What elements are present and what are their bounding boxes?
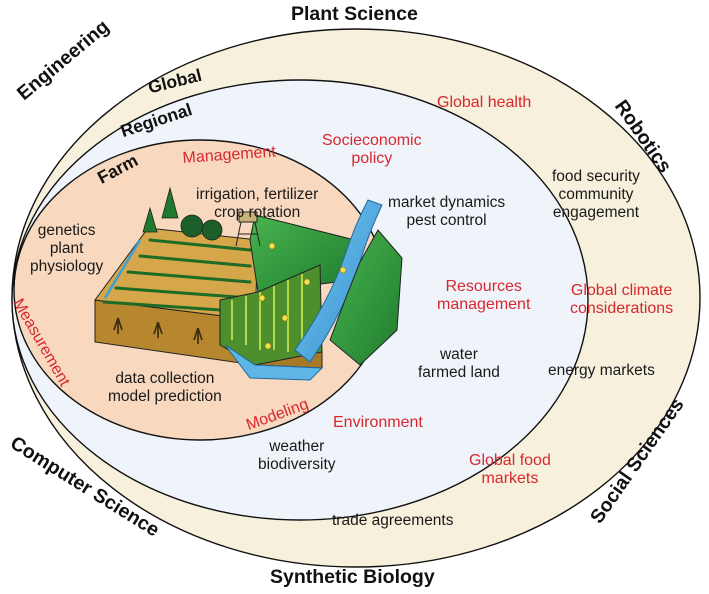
farm-illustration [94,186,403,381]
data-model: data collection model prediction [108,370,222,405]
weather-biodiversity: weather biodiversity [258,438,336,473]
water-pool [224,344,324,381]
socioeconomic-policy: Socieconomic policy [322,132,422,168]
irrigation-line [103,239,142,299]
environment: Environment [333,414,423,431]
market-dynamics: market dynamics pest control [388,194,506,229]
global-food-markets: Global food markets [469,452,551,488]
water-tower [235,211,261,247]
right-field [329,229,403,366]
energy-markets: energy markets [548,362,655,379]
trade-agreements: trade agreements [332,512,454,529]
trees [142,186,223,241]
genetics-physiology: genetics plant physiology [30,222,104,275]
sensor-stars [258,242,347,350]
irrigation-fertilizer: irrigation, fertilizer crop rotation [196,186,319,221]
resources-management: Resources management [437,278,531,314]
roots [113,317,203,344]
label-synthetic-biology: Synthetic Biology [270,566,435,588]
global-health: Global health [437,94,532,111]
label-plant-science: Plant Science [291,3,418,25]
global-climate: Global climate considerations [570,282,674,318]
food-security: food security community engagement [552,168,640,221]
water-farmed-land: water farmed land [418,346,500,381]
